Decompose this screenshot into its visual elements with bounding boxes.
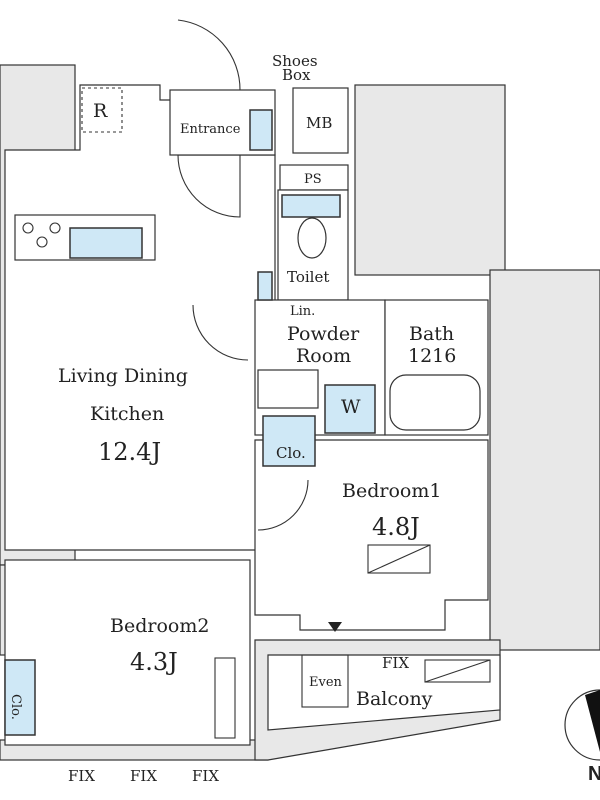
stove-burner-icon: [22, 222, 34, 234]
door-swing: [177, 154, 241, 218]
toilet-icon: [297, 217, 327, 259]
fixtures: [4, 19, 491, 739]
ldk-label: Living Dining: [58, 365, 188, 387]
door-swing: [192, 304, 249, 361]
balcony-label: Balcony: [356, 688, 433, 710]
north-label: N: [588, 763, 600, 785]
north-compass-icon: N: [564, 689, 600, 785]
fix-label: FIX: [192, 767, 219, 785]
room-labels: Shoes Box MB PS R Entrance Toilet Lin. P…: [8, 52, 456, 785]
shoes-box-label: Box: [282, 66, 311, 84]
bedroom2-size-label: 4.3J: [130, 648, 178, 676]
shoes-box-icon: [249, 109, 273, 151]
window-panel: [367, 544, 431, 574]
entrance-label: Entrance: [180, 122, 241, 137]
bedroom2-label: Bedroom2: [110, 615, 209, 637]
washer-label: W: [341, 396, 361, 418]
refrigerator-space: [81, 87, 123, 133]
bathtub-icon: [389, 374, 481, 431]
r-label: R: [93, 100, 108, 122]
closet2-label: Clo.: [8, 694, 23, 720]
bath-size-label: 1216: [408, 345, 456, 367]
fix-label: FIX: [382, 654, 409, 672]
linen-shelf-icon: [257, 271, 273, 301]
outdoor-unit-icon: [424, 659, 491, 683]
entrance-arrow-icon: [328, 622, 342, 632]
toilet-label: Toilet: [287, 268, 329, 286]
ps-label: PS: [304, 172, 322, 187]
bedroom1-label: Bedroom1: [342, 480, 441, 502]
closet2-icon: [4, 659, 36, 736]
ldk-label: Kitchen: [90, 403, 164, 425]
closet1-icon: [262, 415, 316, 467]
powder-room-label: Room: [296, 345, 351, 367]
vanity-icon: [257, 369, 319, 409]
mb-label: MB: [306, 114, 332, 132]
shoes-box-label: Shoes: [272, 52, 318, 70]
closet1-label: Clo.: [276, 444, 306, 462]
bath-label: Bath: [409, 323, 454, 345]
sink-icon: [69, 227, 143, 259]
window-panel: [214, 657, 236, 739]
ldk-size-label: 12.4J: [98, 438, 161, 466]
even-label: Even: [309, 675, 343, 690]
fix-label: FIX: [130, 767, 157, 785]
washer-icon: [324, 384, 376, 434]
door-swing: [257, 479, 309, 531]
evacuation-hatch: [301, 654, 349, 708]
linen-label: Lin.: [290, 304, 315, 319]
door-swing: [177, 19, 241, 91]
powder-room-label: Powder: [287, 323, 360, 345]
fix-label: FIX: [68, 767, 95, 785]
toilet-tank-icon: [281, 194, 341, 218]
bedroom1-size-label: 4.8J: [372, 513, 420, 541]
